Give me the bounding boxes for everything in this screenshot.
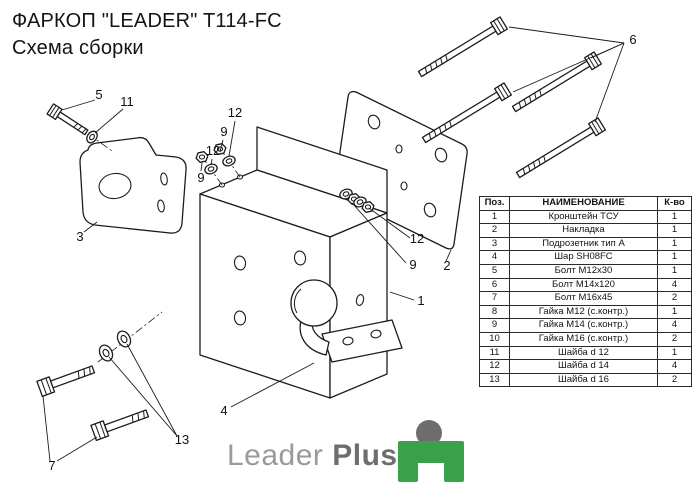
logo-text: Leader Plus [227, 439, 398, 473]
table-row: 8 Гайка М12 (с.контр.) 1 [479, 304, 692, 320]
cell-pos: 2 [479, 223, 510, 238]
cell-pos: 10 [479, 331, 510, 347]
part-main-bracket [199, 126, 388, 399]
cell-name: Гайка М16 (с.контр.) [509, 331, 658, 347]
cell-pos: 12 [479, 359, 510, 374]
cell-pos: 5 [479, 263, 510, 279]
cell-pos: 8 [479, 304, 510, 320]
part-socket-bracket [79, 136, 187, 234]
callout-numbers: 5 11 3 12 9 12 9 12 9 2 1 4 13 7 6 [48, 32, 636, 473]
cell-name: Подрозетник тип А [509, 236, 658, 252]
cell-name: Гайка М14 (с.контр.) [509, 318, 658, 333]
parts-table: Поз. НАИМЕНОВАНИЕ К-во 1 Кронштейн ТСУ 1… [479, 196, 692, 388]
callout-11: 11 [120, 94, 134, 109]
part-bolt-m12 [46, 103, 113, 152]
table-row: 13 Шайба d 16 2 [479, 372, 692, 388]
callout-9: 9 [197, 170, 204, 185]
logo-icon [398, 420, 464, 482]
cell-pos: 4 [479, 250, 510, 265]
callout-5: 5 [95, 87, 102, 102]
cell-pos: 7 [479, 291, 510, 306]
parts-table-body: 1 Кронштейн ТСУ 1 2 Накладка 1 3 Подрозе… [479, 209, 692, 388]
cell-qty: 4 [657, 277, 692, 293]
callout-12: 12 [228, 105, 242, 120]
callout-2: 2 [443, 258, 450, 273]
cell-pos: 6 [479, 277, 510, 293]
callout-7: 7 [48, 458, 55, 473]
cell-name: Кронштейн ТСУ [509, 209, 658, 225]
parts-table-header: Поз. НАИМЕНОВАНИЕ К-во [479, 196, 692, 211]
table-row: 11 Шайба d 12 1 [479, 345, 692, 361]
page-title: ФАРКОП "LEADER" T114-FC [12, 10, 282, 32]
logo-bracket-icon [398, 441, 464, 482]
table-row: 10 Гайка М16 (с.контр.) 2 [479, 331, 692, 347]
callout-1: 1 [417, 293, 424, 308]
cell-pos: 13 [479, 372, 510, 388]
title-block: ФАРКОП "LEADER" T114-FC Схема сборки [12, 8, 282, 62]
table-row: 5 Болт М12х30 1 [479, 263, 692, 279]
cell-qty: 1 [657, 304, 692, 320]
cell-qty: 2 [657, 291, 692, 306]
table-row: 4 Шар SH08FC 1 [479, 250, 692, 265]
fasteners-upper-left [194, 142, 241, 186]
cell-qty: 4 [657, 318, 692, 333]
cell-name: Накладка [509, 223, 658, 238]
cell-name: Гайка М12 (с.контр.) [509, 304, 658, 320]
cell-pos: 11 [479, 345, 510, 361]
cell-qty: 1 [657, 223, 692, 238]
cell-qty: 1 [657, 209, 692, 225]
callout-9: 9 [409, 257, 416, 272]
table-row: 2 Накладка 1 [479, 223, 692, 238]
page-subtitle: Схема сборки [12, 37, 144, 59]
callout-4: 4 [220, 403, 227, 418]
cell-pos: 1 [479, 209, 510, 225]
cell-qty: 1 [657, 263, 692, 279]
part-bolts-m16 [36, 311, 163, 442]
callout-3: 3 [76, 229, 83, 244]
table-row: 3 Подрозетник тип А 1 [479, 236, 692, 252]
column-header-name: НАИМЕНОВАНИЕ [509, 196, 658, 211]
cell-name: Болт М16х45 [509, 291, 658, 306]
cell-name: Шайба d 16 [509, 372, 658, 388]
callout-lines [42, 26, 625, 462]
callout-6: 6 [629, 32, 636, 47]
cell-name: Шар SH08FC [509, 250, 658, 265]
logo-brand-bold: Plus [332, 439, 398, 472]
callout-13: 13 [175, 432, 189, 447]
cell-pos: 3 [479, 236, 510, 252]
cell-name: Шайба d 12 [509, 345, 658, 361]
cell-name: Болт М14х120 [509, 277, 658, 293]
table-row: 9 Гайка М14 (с.контр.) 4 [479, 318, 692, 333]
cell-qty: 4 [657, 359, 692, 374]
cell-qty: 1 [657, 236, 692, 252]
logo-brand-regular: Leader [227, 439, 324, 472]
table-row: 6 Болт М14х120 4 [479, 277, 692, 293]
callout-9: 9 [220, 124, 227, 139]
table-row: 1 Кронштейн ТСУ 1 [479, 209, 692, 225]
table-row: 7 Болт М16х45 2 [479, 291, 692, 306]
cell-qty: 2 [657, 331, 692, 347]
logo-ball-icon [416, 420, 442, 446]
callout-12: 12 [206, 143, 220, 158]
column-header-qty: К-во [657, 196, 692, 211]
cell-qty: 1 [657, 345, 692, 361]
column-header-pos: Поз. [479, 196, 510, 211]
cell-pos: 9 [479, 318, 510, 333]
cell-name: Болт М12х30 [509, 263, 658, 279]
cell-qty: 1 [657, 250, 692, 265]
cell-qty: 2 [657, 372, 692, 388]
callout-12: 12 [410, 231, 424, 246]
part-tow-ball [290, 279, 403, 363]
table-row: 12 Шайба d 14 4 [479, 359, 692, 374]
cell-name: Шайба d 14 [509, 359, 658, 374]
